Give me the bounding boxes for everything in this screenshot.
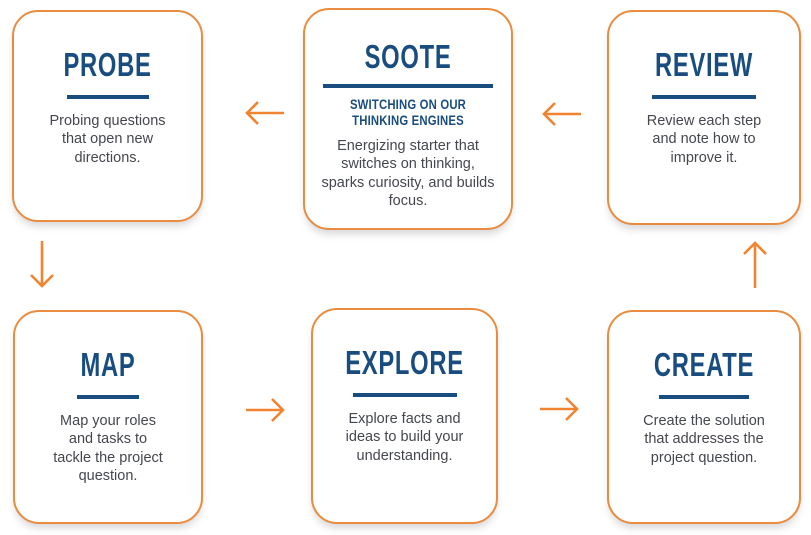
title-divider — [352, 393, 457, 397]
title-divider — [323, 84, 493, 88]
arrow-left-icon — [539, 98, 583, 130]
step-card-soote: SOOTE SWITCHING ON OUR THINKING ENGINES … — [303, 8, 513, 230]
step-card-map: MAP Map your roles and tasks to tackle t… — [13, 310, 203, 524]
step-title-map: MAP — [80, 346, 136, 383]
step-card-probe: PROBE Probing questions that open new di… — [12, 10, 203, 222]
step-title-create: CREATE — [653, 346, 755, 383]
arrow-right-icon — [244, 394, 288, 426]
step-description-explore: Explore facts and ideas to build your un… — [345, 411, 464, 464]
step-title-explore: EXPLORE — [345, 344, 464, 381]
step-description-probe: Probing questions that open new directio… — [49, 113, 166, 166]
title-divider — [66, 95, 149, 99]
step-card-review: REVIEW Review each step and note how to … — [607, 10, 801, 225]
step-description-create: Create the solution that addresses the p… — [643, 413, 765, 466]
step-description-soote: Energizing starter that switches on thin… — [321, 138, 495, 209]
arrow-down-icon — [26, 239, 58, 291]
step-description-map: Map your roles and tasks to tackle the p… — [53, 413, 163, 484]
step-title-review: REVIEW — [654, 46, 754, 83]
step-title-probe: PROBE — [63, 46, 152, 83]
arrow-left-icon — [242, 97, 286, 129]
step-card-create: CREATE Create the solution that addresse… — [607, 310, 801, 524]
title-divider — [77, 395, 139, 399]
step-title-soote: SOOTE — [364, 38, 452, 75]
step-card-explore: EXPLORE Explore facts and ideas to build… — [311, 308, 498, 524]
step-subtitle-soote: SWITCHING ON OUR THINKING ENGINES — [349, 97, 467, 128]
title-divider — [652, 95, 756, 99]
title-divider — [659, 395, 749, 399]
step-description-review: Review each step and note how to improve… — [646, 113, 762, 166]
arrow-up-icon — [739, 238, 771, 290]
arrow-right-icon — [538, 393, 582, 425]
